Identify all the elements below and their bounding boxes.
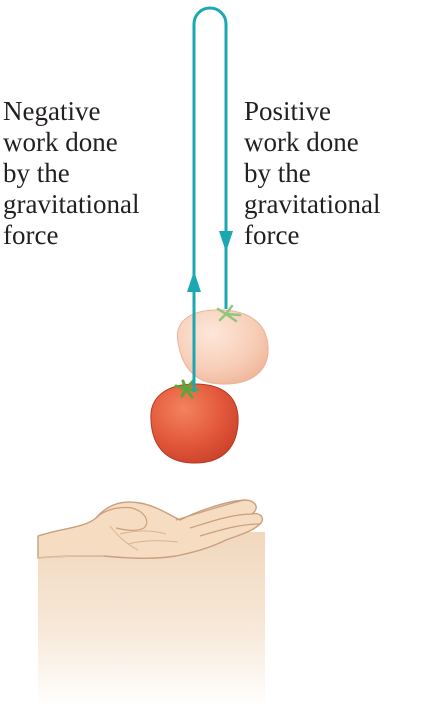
tomato-lower-icon	[150, 378, 239, 464]
tomato-upper-stem	[216, 304, 242, 323]
trajectory-path	[187, 6, 233, 392]
tomato-upper-icon	[176, 304, 269, 385]
arrow-up-icon	[187, 271, 201, 292]
positive-work-label: Positive work done by the gravitational …	[244, 96, 381, 250]
open-palm-hand-icon	[37, 499, 265, 707]
arrow-down-icon	[219, 231, 233, 252]
negative-work-label: Negative work done by the gravitational …	[3, 96, 140, 250]
